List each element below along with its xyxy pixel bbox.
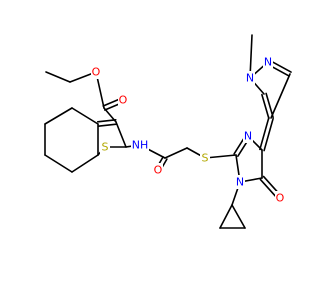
atom-nh-amide: NH bbox=[131, 138, 149, 152]
atom-n-pyraz2: N bbox=[263, 55, 273, 69]
bond-c24-c26 bbox=[231, 204, 246, 229]
atom-label-text: O bbox=[154, 164, 163, 177]
bond-c5-c7 bbox=[97, 123, 118, 127]
bond-c2-c3 bbox=[44, 154, 73, 173]
atom-label-text: N bbox=[244, 130, 252, 143]
atom-label-background bbox=[200, 151, 210, 165]
bond-pz_c3-pz_c4 bbox=[270, 73, 291, 119]
atom-label-background bbox=[153, 163, 163, 177]
bond-pz_c4-pz_c5 bbox=[261, 93, 270, 120]
atom-label-text: O bbox=[119, 94, 128, 107]
bond-c8-c7 bbox=[115, 121, 127, 148]
atom-label-text: N bbox=[264, 56, 272, 69]
bond-c24-c25 bbox=[219, 204, 233, 229]
bond-c27-c28 bbox=[45, 71, 71, 83]
atom-label-text: N bbox=[236, 176, 244, 189]
atom-label-background bbox=[91, 65, 101, 79]
bond-c6-c1 bbox=[44, 107, 73, 125]
atom-label-background bbox=[243, 129, 253, 143]
bond-c11-c12 bbox=[164, 147, 188, 159]
atom-label-text: S bbox=[102, 141, 109, 154]
atom-label-text: NH bbox=[132, 139, 149, 152]
bond-S_thioether-c14 bbox=[204, 154, 237, 159]
atom-label-background bbox=[235, 175, 245, 189]
bond-c5-c7 bbox=[96, 119, 117, 123]
atom-s-thiophene: S bbox=[100, 140, 110, 154]
atom-n-imid3: N bbox=[243, 129, 253, 143]
atom-o-imid: O bbox=[275, 191, 285, 205]
atom-n-pyraz1: N bbox=[245, 71, 255, 85]
bond-pz_c4-pz_c5 bbox=[265, 92, 274, 119]
bond-c5-c6 bbox=[71, 107, 99, 125]
atom-o-ester-dbl: O bbox=[118, 93, 128, 107]
bond-c15-pz_c4 bbox=[263, 117, 274, 152]
atom-label-text: S bbox=[202, 152, 209, 165]
atom-label-background bbox=[263, 55, 273, 69]
atom-label-background bbox=[118, 93, 128, 107]
bond-layer bbox=[44, 34, 292, 229]
atom-o-ester: O bbox=[91, 65, 101, 79]
bond-pz_n1-c23 bbox=[249, 34, 253, 79]
atom-label-text: N bbox=[246, 72, 254, 85]
atom-label-background bbox=[131, 138, 149, 152]
atom-label-background bbox=[275, 191, 285, 205]
atom-label-background bbox=[100, 140, 110, 154]
bond-c3-c4 bbox=[71, 154, 99, 173]
atom-label-text: O bbox=[276, 192, 285, 205]
bond-c15-pz_c4 bbox=[259, 116, 270, 151]
atom-o-amide: O bbox=[153, 163, 163, 177]
atom-label-text: O bbox=[92, 66, 101, 79]
atom-n-imid1: N bbox=[235, 175, 245, 189]
atom-label-background bbox=[245, 71, 255, 85]
atom-s-thioether: S bbox=[200, 151, 210, 165]
